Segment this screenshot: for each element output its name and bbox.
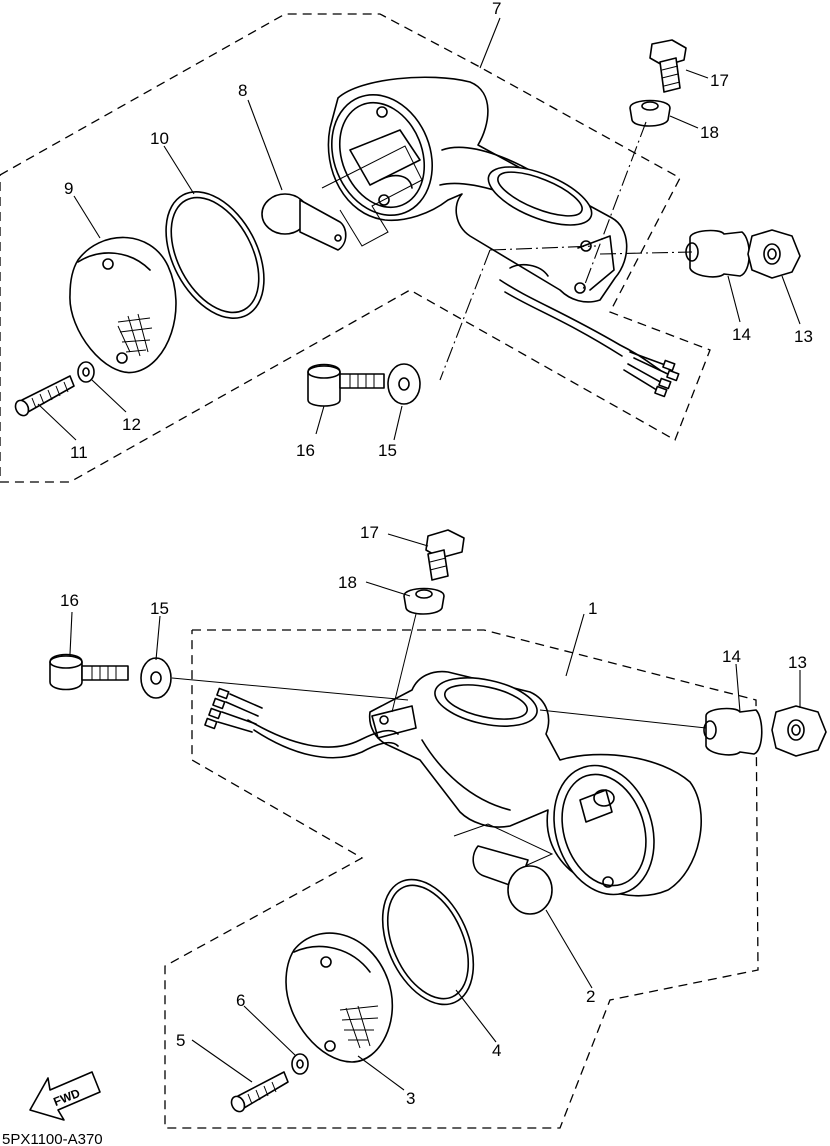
callout-10: 10 [150, 129, 169, 148]
callout-8: 8 [238, 81, 247, 100]
top-bolt-16 [307, 363, 385, 407]
top-grommet-14 [685, 229, 751, 278]
bottom-screw [230, 1071, 289, 1113]
bottom-collar-18 [403, 587, 445, 615]
bottom-grommet-14 [703, 707, 763, 756]
top-collar-18 [629, 99, 671, 127]
bottom-bulb [453, 823, 554, 915]
callout-12: 12 [122, 415, 141, 434]
callout-17-bottom: 17 [360, 523, 379, 542]
callout-11: 11 [70, 443, 88, 462]
top-gasket [165, 191, 265, 319]
callout-18-bottom: 18 [338, 573, 357, 592]
top-washer-15 [387, 363, 421, 405]
callout-16-bottom: 16 [60, 591, 79, 610]
bottom-washer-6 [291, 1053, 309, 1075]
callout-18: 18 [700, 123, 719, 142]
top-assembly-boundary [0, 13, 711, 483]
callout-13-bottom: 13 [788, 653, 807, 672]
bottom-bolt-16 [49, 653, 129, 691]
bottom-bolt-17 [425, 529, 465, 581]
top-washer-12 [77, 361, 95, 383]
callout-5: 5 [176, 1031, 185, 1050]
callout-13: 13 [794, 327, 813, 346]
bottom-gasket [381, 878, 475, 1006]
callout-4: 4 [492, 1041, 501, 1060]
callout-9: 9 [64, 179, 73, 198]
bottom-washer-15 [140, 657, 172, 699]
callout-15-bottom: 15 [150, 599, 169, 618]
callout-14: 14 [732, 325, 751, 344]
top-lamp-housing [327, 76, 680, 398]
drawing-code: 5PX1100-A370 [2, 1131, 103, 1146]
top-bolt-17 [649, 39, 687, 93]
top-nut-13 [747, 229, 801, 279]
bottom-turn-signal-assembly: 1 2 3 4 5 6 16 15 17 18 14 13 [49, 523, 827, 1129]
callout-7: 7 [492, 0, 501, 18]
fwd-arrow-icon: FWD [29, 1071, 101, 1121]
bottom-nut-13 [771, 705, 827, 757]
top-turn-signal-assembly: 7 8 10 9 11 12 16 15 14 13 17 18 [0, 0, 813, 483]
callout-6: 6 [236, 991, 245, 1010]
callout-17: 17 [710, 71, 729, 90]
callout-3: 3 [406, 1089, 415, 1108]
bottom-lamp-housing [204, 670, 702, 897]
callout-16: 16 [296, 441, 315, 460]
callout-2: 2 [586, 987, 595, 1006]
top-bulb [261, 145, 423, 251]
top-screw [14, 375, 75, 417]
bottom-assembly-boundary [164, 629, 759, 1129]
callout-15: 15 [378, 441, 397, 460]
top-lens [69, 236, 177, 374]
callout-1: 1 [588, 599, 597, 618]
callout-14-bottom: 14 [722, 647, 741, 666]
bottom-lens [285, 932, 394, 1063]
